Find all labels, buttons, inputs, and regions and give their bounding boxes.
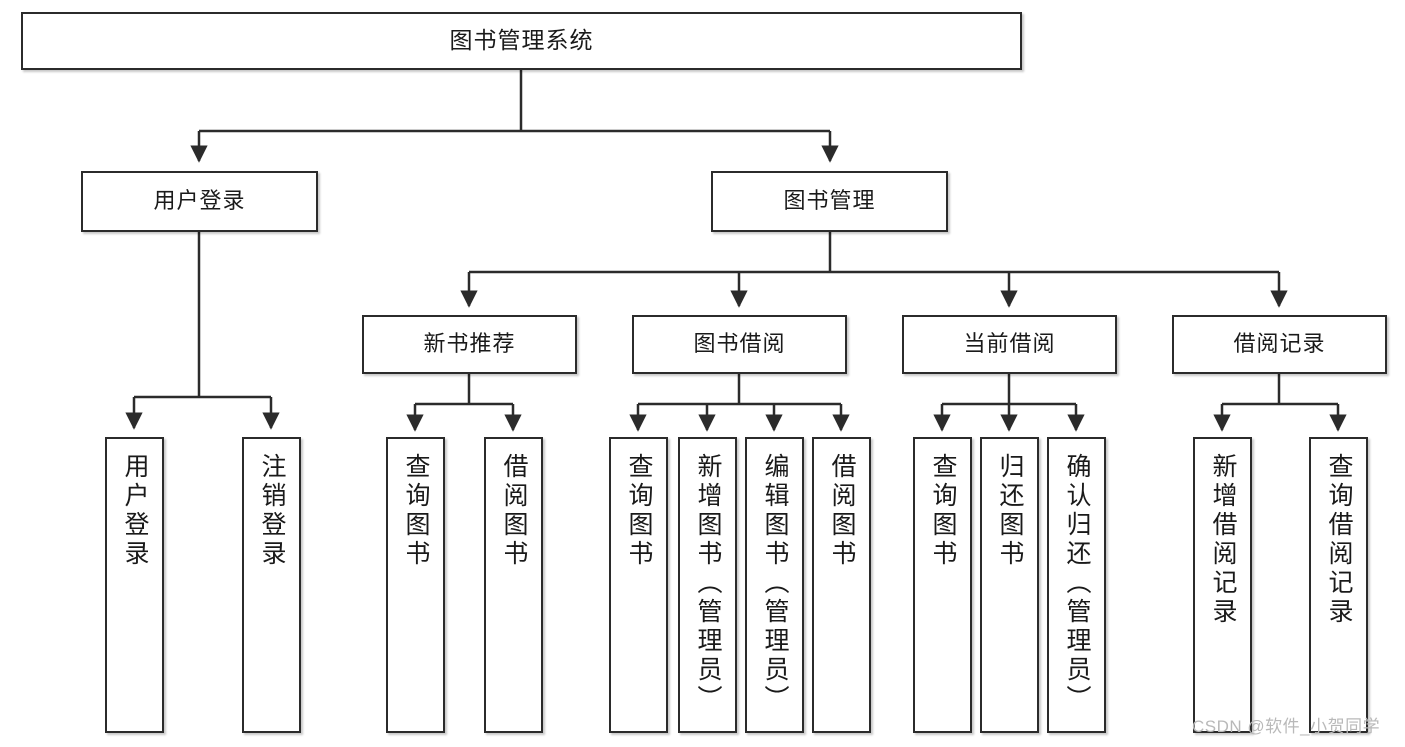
node-label: 图书管理系统 (449, 27, 594, 54)
leaf-borrow-add-book-admin[interactable]: 新增图书（管理员） (678, 437, 737, 733)
node-label: 查询图书 (929, 453, 957, 569)
node-user-login[interactable]: 用户登录 (81, 171, 318, 232)
leaf-current-return-book[interactable]: 归还图书 (980, 437, 1039, 733)
node-label: 借阅记录 (1233, 331, 1326, 357)
node-label: 查询借阅记录 (1325, 453, 1353, 627)
leaf-record-query-record[interactable]: 查询借阅记录 (1309, 437, 1368, 733)
leaf-record-add-record[interactable]: 新增借阅记录 (1193, 437, 1252, 733)
node-label: 图书管理 (783, 188, 876, 214)
node-label: 图书借阅 (693, 331, 786, 357)
leaf-current-query-book[interactable]: 查询图书 (913, 437, 972, 733)
watermark-text: CSDN @软件_小贺同学 (1192, 717, 1381, 736)
leaf-recommend-query-book[interactable]: 查询图书 (386, 437, 445, 733)
node-label: 用户登录 (153, 188, 246, 214)
leaf-current-confirm-return-admin[interactable]: 确认归还（管理员） (1047, 437, 1106, 733)
node-current-borrow[interactable]: 当前借阅 (902, 315, 1117, 374)
node-label: 新书推荐 (423, 331, 516, 357)
node-label: 新增借阅记录 (1209, 453, 1237, 627)
leaf-borrow-borrow-book[interactable]: 借阅图书 (812, 437, 871, 733)
node-book-management[interactable]: 图书管理 (711, 171, 948, 232)
node-label: 借阅图书 (500, 453, 528, 569)
node-label: 查询图书 (625, 453, 653, 569)
leaf-user-login-login[interactable]: 用户登录 (105, 437, 164, 733)
node-label: 用户登录 (121, 453, 149, 569)
node-label: 查询图书 (402, 453, 430, 569)
leaf-user-login-logout[interactable]: 注销登录 (242, 437, 301, 733)
leaf-recommend-borrow-book[interactable]: 借阅图书 (484, 437, 543, 733)
node-label: 借阅图书 (828, 453, 856, 569)
node-label: 当前借阅 (963, 331, 1056, 357)
node-book-borrow[interactable]: 图书借阅 (632, 315, 847, 374)
node-label: 归还图书 (996, 453, 1024, 569)
node-label: 编辑图书（管理员） (761, 453, 789, 714)
node-new-book-recommend[interactable]: 新书推荐 (362, 315, 577, 374)
node-label: 确认归还（管理员） (1063, 453, 1091, 714)
node-borrow-record[interactable]: 借阅记录 (1172, 315, 1387, 374)
node-label: 新增图书（管理员） (694, 453, 722, 714)
node-root-system[interactable]: 图书管理系统 (21, 12, 1022, 70)
leaf-borrow-query-book[interactable]: 查询图书 (609, 437, 668, 733)
leaf-borrow-edit-book-admin[interactable]: 编辑图书（管理员） (745, 437, 804, 733)
node-label: 注销登录 (258, 453, 286, 569)
